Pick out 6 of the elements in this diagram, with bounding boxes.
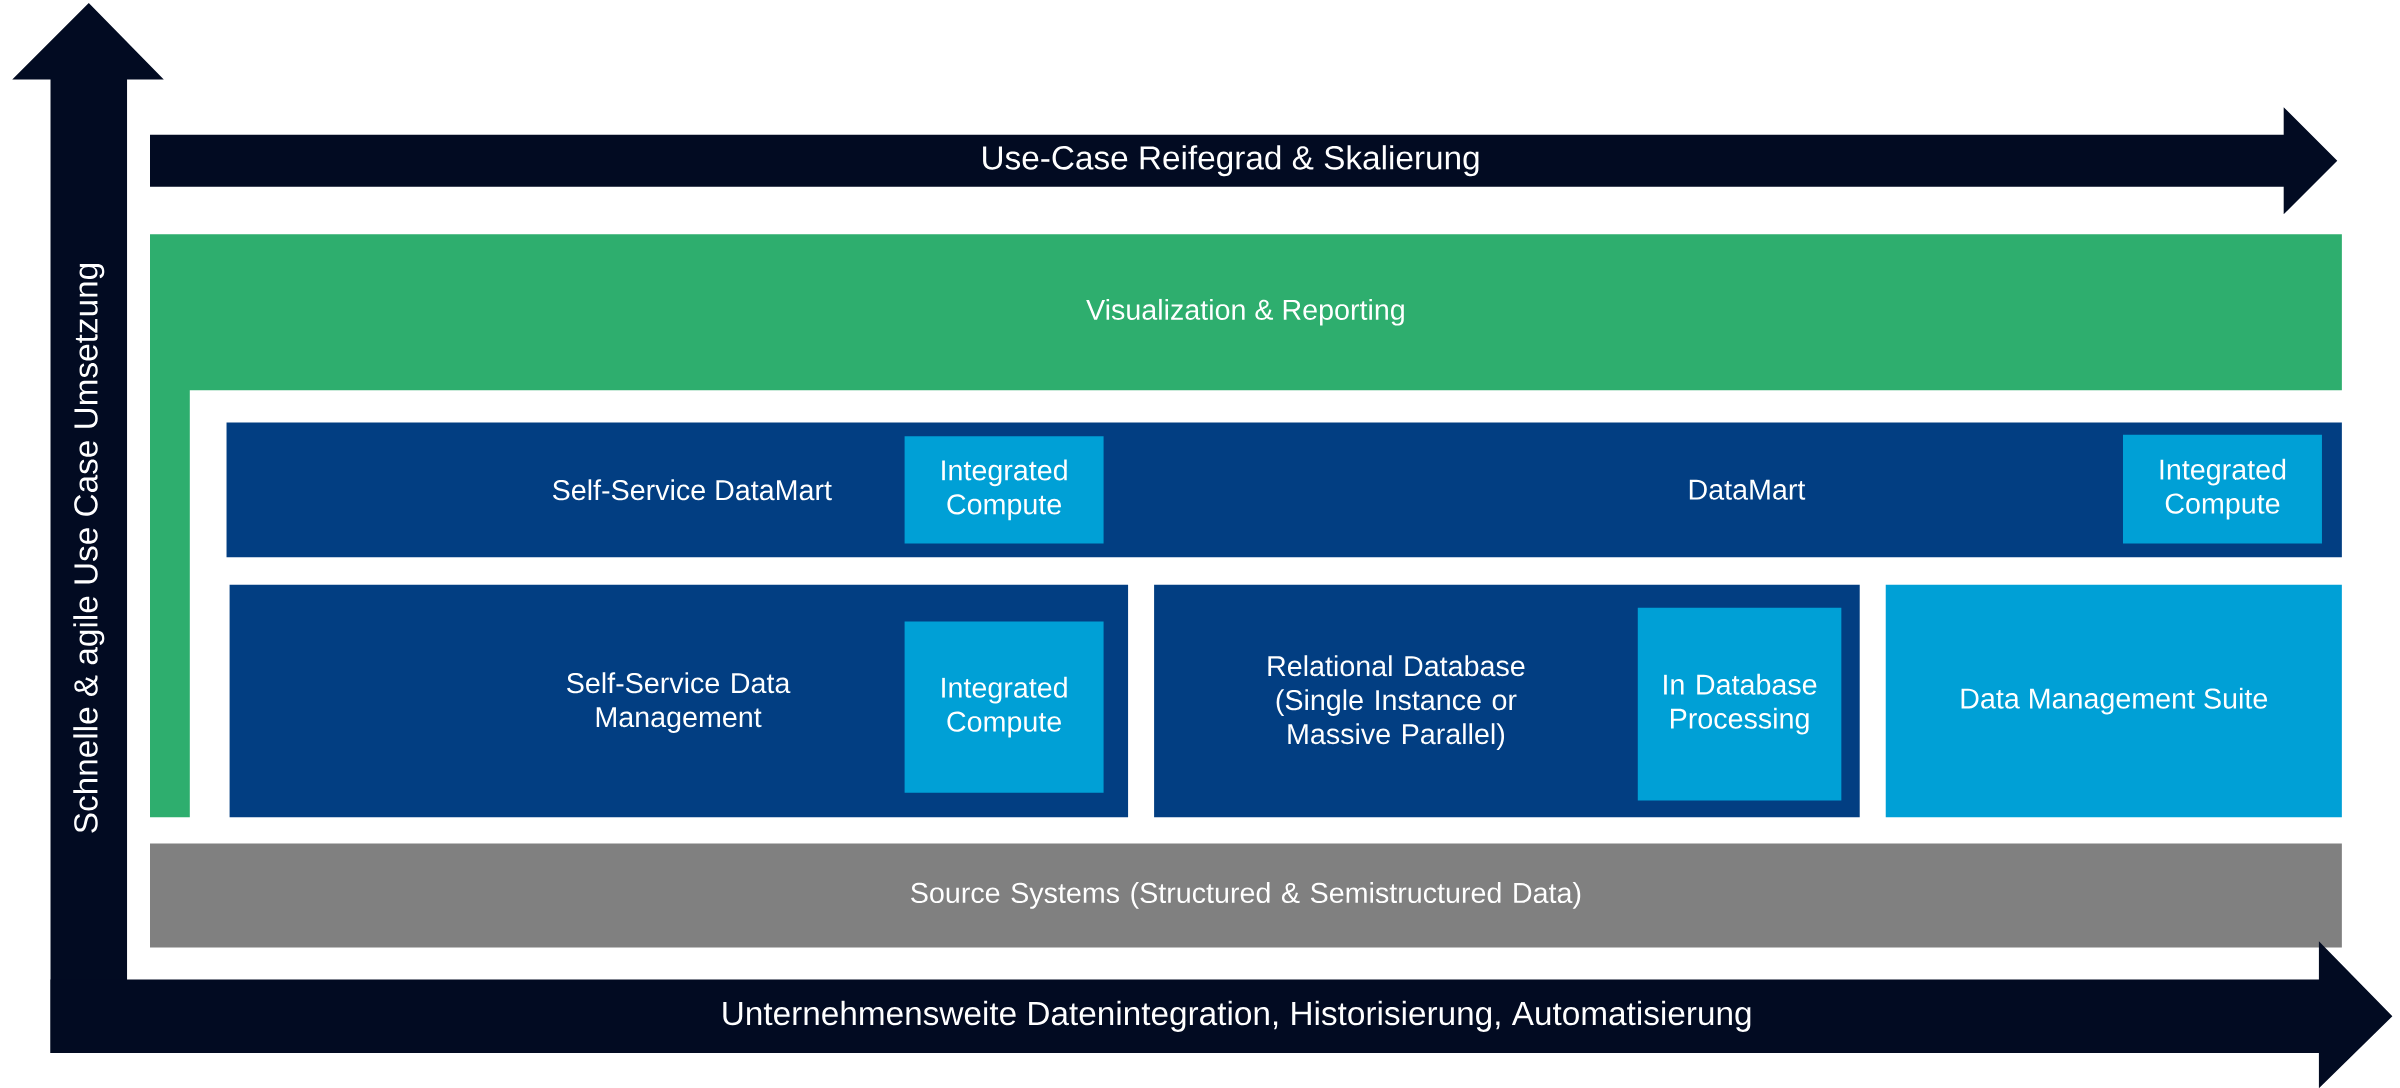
layer-box: Integrated Compute	[904, 436, 1104, 544]
layer-box: Integrated Compute	[904, 621, 1104, 793]
layer-box: Integrated Compute	[2123, 434, 2322, 544]
layer-box: In Database Processing	[1637, 607, 1842, 801]
layer-box: Source Systems (Structured & Semistructured Data)	[150, 843, 2342, 948]
layer-box: Data Management Suite	[1885, 584, 2342, 818]
